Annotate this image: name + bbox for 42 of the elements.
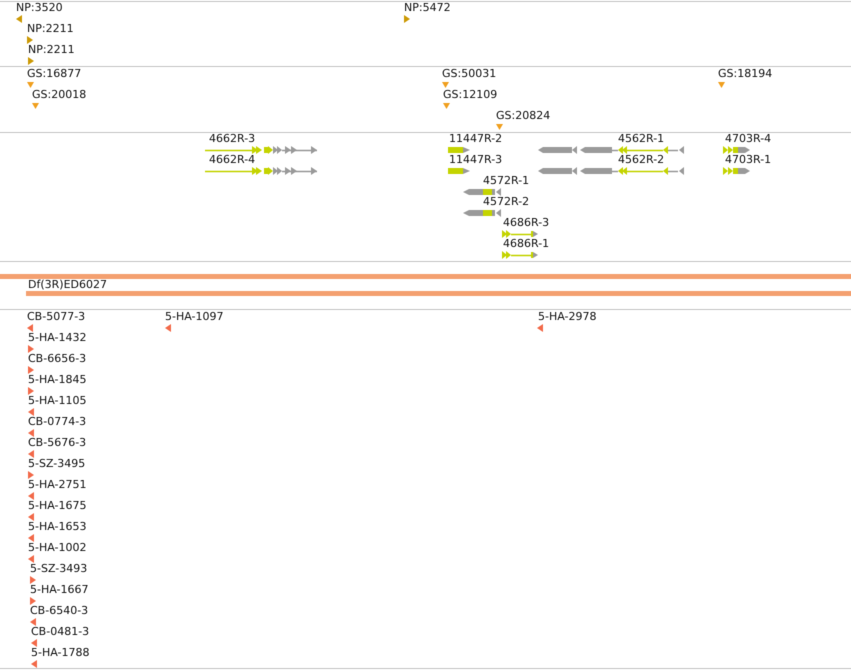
feature-label: CB-6656-3 [28, 352, 86, 365]
feature-label: 5-HA-1097 [165, 310, 224, 323]
feature-label: CB-0774-3 [28, 415, 86, 428]
feature-label: 4572R-1 [483, 174, 530, 187]
feature-label: NP:2211 [28, 43, 75, 56]
feature-label: GS:20018 [32, 88, 86, 101]
feature-label: 5-SZ-3493 [30, 562, 88, 575]
feature-label: 4686R-3 [503, 216, 550, 229]
feature-label: GS:50031 [442, 67, 496, 80]
feature-label: 5-HA-1105 [28, 394, 86, 407]
feature-label: CB-0481-3 [31, 625, 90, 638]
feature-label: 4703R-1 [725, 153, 772, 166]
feature-label: GS:18194 [718, 67, 772, 80]
feature-label: 5-HA-2978 [538, 310, 596, 323]
feature-label: GS:16877 [27, 67, 82, 80]
feature-label: CB-5077-3 [27, 310, 86, 323]
feature-label: 4686R-1 [503, 237, 550, 250]
feature-label: 5-HA-2751 [28, 478, 86, 491]
feature-label: CB-6540-3 [30, 604, 88, 617]
feature-label: 5-HA-1788 [31, 646, 90, 659]
feature-label: 4703R-4 [725, 132, 772, 145]
feature-label: Df(3R)ED6027 [28, 278, 107, 291]
feature-label: 5-HA-1432 [28, 331, 86, 344]
feature-label: 5-HA-1667 [30, 583, 88, 596]
feature-label: 5-HA-1653 [28, 520, 86, 533]
feature-label: NP:5472 [404, 1, 451, 14]
feature-label: 5-HA-1675 [28, 499, 86, 512]
feature-label: NP:2211 [27, 22, 74, 35]
feature-label: GS:12109 [443, 88, 498, 101]
feature-label: 4662R-3 [209, 132, 256, 145]
feature-label: 4572R-2 [483, 195, 530, 208]
feature-label: NP:3520 [16, 1, 63, 14]
feature-label: 4662R-4 [209, 153, 256, 166]
feature-label: 5-HA-1002 [28, 541, 86, 554]
feature-label: 11447R-3 [449, 153, 502, 166]
feature-label: 11447R-2 [449, 132, 502, 145]
feature-label: 4562R-1 [618, 132, 664, 145]
feature-label: 4562R-2 [618, 153, 664, 166]
feature-label: 5-HA-1845 [28, 373, 86, 386]
feature-label: GS:20824 [496, 109, 550, 122]
feature-label: CB-5676-3 [28, 436, 86, 449]
feature-label: 5-SZ-3495 [28, 457, 86, 470]
